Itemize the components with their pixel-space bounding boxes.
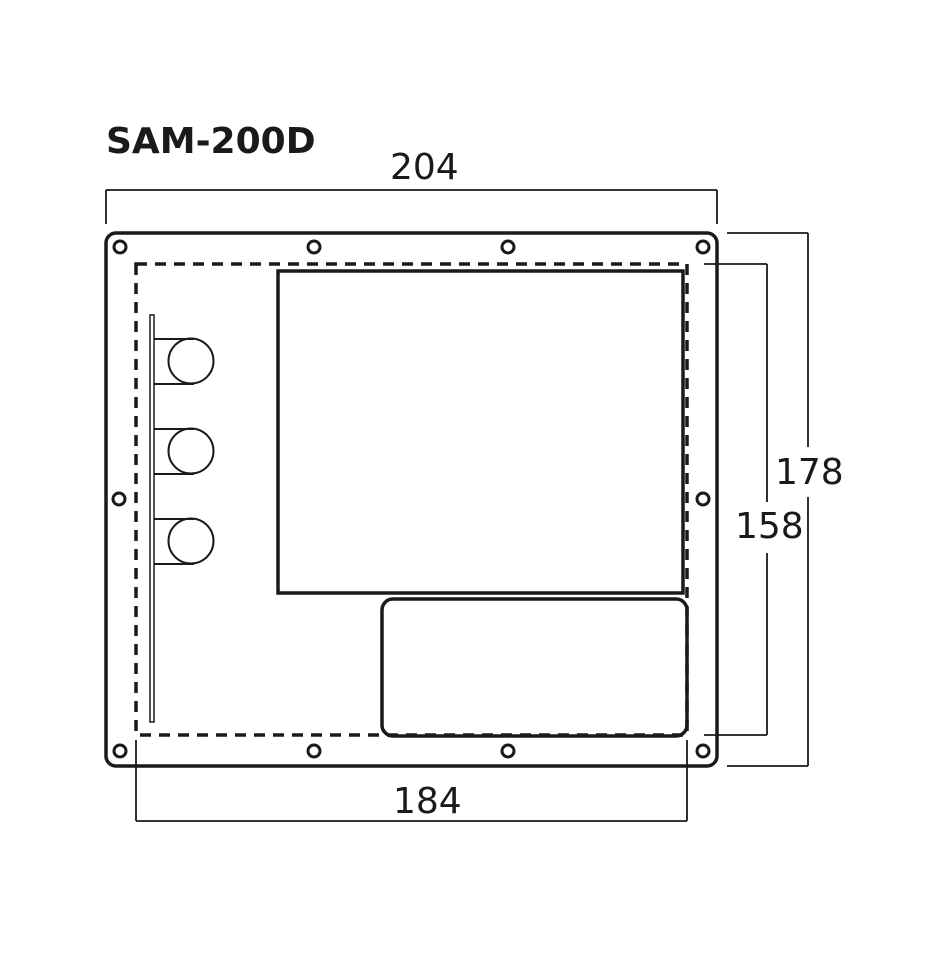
dimension-label-outer-height: 178 — [775, 452, 844, 493]
dimension-label-outer-width: 204 — [390, 147, 459, 188]
mounting-hole-icon — [111, 491, 127, 507]
large-cutout — [276, 269, 685, 595]
dimension-line-inner-height — [704, 263, 768, 736]
cutout-boundary-dashed — [134, 262, 689, 737]
mounting-hole-icon — [695, 491, 711, 507]
mounting-hole-icon — [695, 239, 711, 255]
mounting-hole-icon — [112, 743, 128, 759]
small-cutout — [380, 597, 689, 738]
knob-icon — [167, 427, 215, 475]
dimension-label-inner-height: 158 — [735, 506, 804, 547]
mounting-hole-icon — [306, 743, 322, 759]
mounting-hole-icon — [500, 743, 516, 759]
dimension-line-outer-width — [105, 189, 718, 224]
knob-3 — [154, 517, 215, 565]
mounting-hole-icon — [306, 239, 322, 255]
model-title: SAM-200D — [106, 121, 316, 162]
knob-panel-bar — [149, 314, 155, 723]
dimension-label-inner-width: 184 — [393, 781, 462, 822]
dimension-line-inner-width — [135, 740, 688, 822]
mounting-hole-icon — [112, 239, 128, 255]
knob-1 — [154, 337, 215, 385]
outer-plate — [104, 231, 719, 768]
knob-icon — [167, 517, 215, 565]
knob-2 — [154, 427, 215, 475]
mounting-hole-icon — [695, 743, 711, 759]
mounting-holes — [111, 239, 711, 759]
mounting-hole-icon — [500, 239, 516, 255]
knob-icon — [167, 337, 215, 385]
dimension-line-outer-height — [727, 232, 809, 767]
